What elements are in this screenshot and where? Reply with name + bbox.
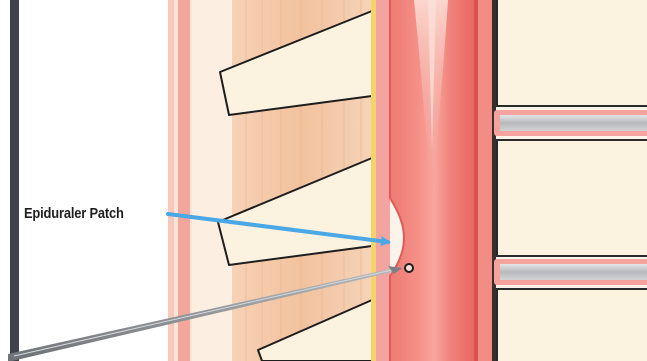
vertebral-body-upper [497,0,647,106]
needle-tip-marker-icon [405,264,413,272]
vertebral-body-lower [497,289,647,361]
left-frame-edge [10,0,19,361]
nerve-root-lower-core [500,264,647,280]
skin-stripe [178,0,190,361]
epidural-space [376,0,390,361]
left-cream-panel [19,0,168,361]
dura-wall-right-edge [474,0,478,361]
posterior-longitudinal-border [492,0,496,361]
skin-edge [168,0,174,361]
vertebral-bodies [497,0,647,361]
epidural-patch-label: Epiduraler Patch [24,205,124,222]
left-white-margin [0,0,10,361]
nerve-root-upper-core [500,115,647,131]
dura-wall-right [478,0,492,361]
vertebral-body-middle [497,140,647,256]
ligamentum-flavum [371,0,376,361]
